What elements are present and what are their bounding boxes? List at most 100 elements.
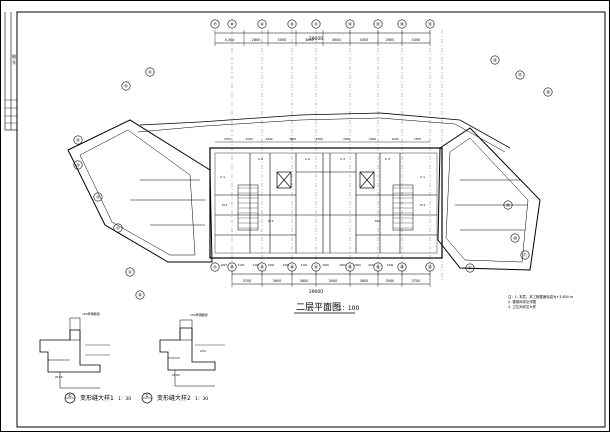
drawing-frame — [16, 11, 606, 428]
bottom-subdimension-label: 1200 — [253, 263, 260, 267]
room-code: M-2 — [268, 219, 274, 223]
top-axis-bubble — [425, 19, 435, 29]
right-axis-bubble — [515, 70, 525, 80]
top-axis-bubble — [257, 19, 267, 29]
bottom-dimension-label: 3600 — [273, 279, 282, 283]
upper-dimension-label: 3300 — [315, 137, 322, 141]
expansion-joint-detail-2 — [141, 319, 225, 404]
right-axis-bubble — [490, 55, 500, 65]
bottom-subdimension-label: 2100 — [368, 263, 375, 267]
drawing-title: 二层平面图 — [296, 302, 341, 313]
detail-label: 2100 — [55, 375, 63, 379]
detail-1-number: ① — [68, 393, 72, 398]
note-line: 注：1. 本层，本工程楼面标高为+3.600 m — [508, 294, 574, 299]
detail-2-title: 变形缝大样2 — [157, 394, 191, 402]
detail-label: 150厚钢筋砼 — [190, 312, 208, 317]
top-axis-bubble — [210, 19, 220, 29]
upper-dimension-label: 3300 — [343, 137, 350, 141]
top-dimension-label: 5000 — [278, 38, 287, 42]
left-axis-bubble — [121, 81, 131, 91]
room-code: C-2 — [258, 157, 263, 161]
detail-1-title: 变形缝大样1 — [80, 394, 114, 402]
frame-mark: 号 — [12, 59, 16, 65]
bottom-dimension-label: 3600 — [360, 279, 369, 283]
room-code: M-1 — [420, 203, 426, 207]
upper-dimension-label: 2700 — [224, 137, 231, 141]
top-dimension-label: 2800 — [252, 38, 261, 42]
room-code: M-2 — [375, 219, 381, 223]
top-axis-bubble-label: ⑨ — [260, 22, 264, 27]
right-axis-bubble-label: ⑱ — [546, 89, 551, 96]
bottom-subdimension-label: 1500 — [339, 263, 346, 267]
bottom-subdimension-label: 1200 — [387, 263, 394, 267]
left-axis-bubble-label: Ⓑ — [138, 292, 143, 299]
overall-dimension-top: 29000 — [309, 36, 323, 42]
room-code: C-1 — [220, 175, 225, 179]
left-axis-bubble-label: ① — [116, 226, 120, 231]
top-dimension-label: 4,300 — [225, 38, 235, 42]
right-axis-bubble-label: ⑰ — [518, 72, 523, 79]
bottom-subdimension-label: 1500 — [268, 263, 275, 267]
top-dimension-label: 3800 — [305, 38, 314, 42]
top-axis-bubble-label: ⑩ — [290, 22, 294, 27]
title-block-strip: 图 号 — [4, 12, 17, 131]
bottom-axis-bubble — [210, 262, 220, 272]
bottom-dimension-label: 3700 — [243, 279, 252, 283]
frame-mark: 图 — [12, 53, 16, 59]
top-dimension-label: 4300 — [412, 38, 421, 42]
interior-walls — [130, 30, 528, 280]
detail-1-scale: 1：30 — [118, 396, 131, 402]
right-axis-bubble-label: Ⓕ — [523, 252, 528, 259]
top-axis-bubble — [287, 19, 297, 29]
expansion-joint-detail-1 — [39, 317, 110, 404]
bottom-subdimension-label: 2100 — [238, 263, 245, 267]
bottom-dimension-label: 3000 — [329, 279, 338, 283]
room-code: C-2 — [305, 157, 310, 161]
top-axis-bubble — [345, 19, 355, 29]
right-axis-bubble — [543, 87, 553, 97]
room-code: C-1 — [420, 175, 425, 179]
top-axis-bubble-label: ⑭ — [400, 21, 405, 28]
left-axis-bubble — [125, 267, 135, 277]
building-outline — [67, 112, 541, 271]
left-axis-bubble — [73, 135, 83, 145]
detail-label: 250 — [200, 349, 206, 353]
bottom-subdimension-label: 2400 — [354, 263, 361, 267]
upper-dimension-label: 1500 — [414, 137, 421, 141]
top-axis-bubble — [227, 19, 237, 29]
upper-dimension-label: 1500 — [245, 137, 252, 141]
left-axis-bubble-label: Ⓐ — [128, 269, 133, 276]
left-axis-bubble-label: ② — [96, 195, 100, 200]
stair-treads — [238, 187, 413, 229]
room-code: M-1 — [222, 203, 228, 207]
bottom-dimension-label: 3700 — [412, 279, 421, 283]
top-axis-bubble-label: ⑮ — [428, 21, 433, 28]
bottom-axis-bubble-label: ⑫ — [348, 264, 353, 271]
bottom-axis-bubble-label: ⑪ — [314, 264, 319, 271]
overall-dimension-bottom: 29000 — [309, 289, 323, 295]
stair-left — [237, 184, 259, 231]
left-axis-bubble — [145, 67, 155, 77]
bottom-subdimension-label: 1200 — [322, 263, 329, 267]
left-axis-bubble-label: ⑤ — [124, 84, 128, 89]
top-axis-bubble-label: ⑦ — [213, 22, 217, 27]
note-line: 3. 卫生间详见大样 — [508, 304, 537, 309]
upper-dimension-label: 2000 — [369, 137, 376, 141]
bottom-axis-bubble-label: ⑭ — [400, 264, 405, 271]
left-axis-bubble-label: ③ — [76, 163, 80, 168]
top-axis-bubble-label: ⑪ — [314, 21, 319, 28]
top-dimension-label: 3600 — [332, 38, 341, 42]
stair-right — [392, 184, 414, 231]
left-axis-bubble-label: ④ — [76, 138, 80, 143]
bottom-axis-bubble-label: ⑬ — [376, 264, 381, 271]
upper-dimension-label: 3800 — [289, 137, 296, 141]
drawing-title-block: 二层平面图 1：100 — [294, 302, 359, 314]
detail-2-scale: 1：30 — [195, 396, 208, 402]
right-axis-bubble-label: ⑳ — [513, 235, 518, 242]
top-axis-bubble-label: ⑧ — [230, 22, 234, 27]
